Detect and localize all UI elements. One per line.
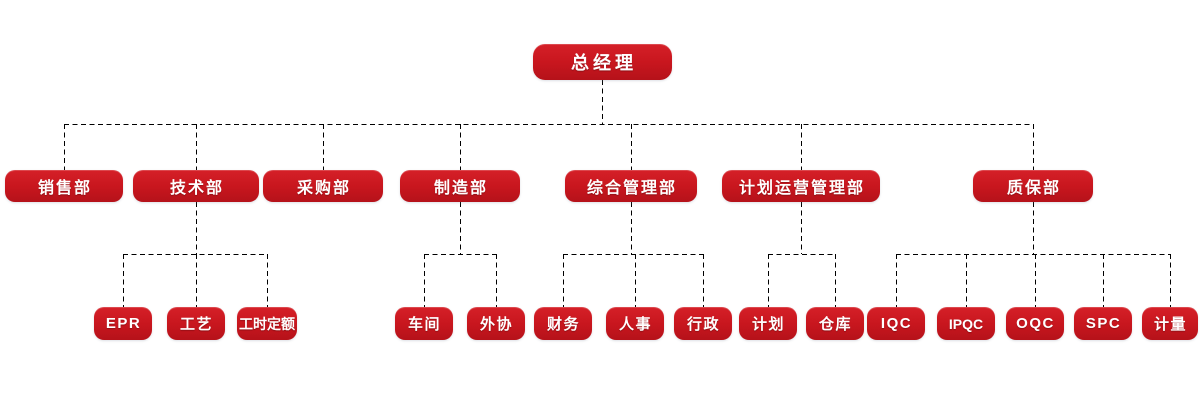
org-node-outsourcing: 外协: [467, 307, 525, 340]
org-node-finance: 财务: [534, 307, 592, 340]
org-node-label: 工时定额: [239, 315, 295, 332]
org-node-workshop: 车间: [395, 307, 453, 340]
org-node-label: 综合管理部: [586, 180, 677, 197]
org-node-label: 采购部: [296, 180, 351, 197]
org-node-label: IPQC: [948, 315, 984, 332]
org-node-admin: 行政: [674, 307, 732, 340]
org-node-manufacturing-dept: 制造部: [400, 170, 520, 202]
org-node-label: OQC: [1016, 315, 1055, 332]
org-node-quality-dept: 质保部: [973, 170, 1093, 202]
org-node-iqc: IQC: [867, 307, 925, 340]
org-node-label: 总经理: [571, 53, 637, 73]
org-node-label: 计划: [751, 316, 785, 333]
org-node-label: 制造部: [433, 180, 488, 197]
org-node-label: 财务: [546, 316, 580, 333]
org-node-label: EPR: [105, 315, 142, 332]
org-node-label: 车间: [407, 316, 441, 333]
org-node-labor-quota: 工时定额: [237, 307, 297, 340]
org-node-ipqc: IPQC: [937, 307, 995, 340]
org-node-sales-dept: 销售部: [5, 170, 123, 202]
org-node-tech-dept: 技术部: [133, 170, 259, 202]
org-node-oqc: OQC: [1006, 307, 1064, 340]
org-node-label: IQC: [880, 315, 913, 332]
org-node-label: 仓库: [818, 316, 852, 333]
org-node-label: 人事: [618, 316, 652, 333]
org-node-purchasing-dept: 采购部: [263, 170, 383, 202]
org-node-label: SPC: [1085, 315, 1122, 332]
org-node-metrology: 计量: [1142, 307, 1198, 340]
org-node-label: 技术部: [169, 180, 224, 197]
org-node-label: 计划运营管理部: [738, 180, 865, 197]
org-node-process: 工艺: [167, 307, 225, 340]
org-node-hr: 人事: [606, 307, 664, 340]
org-node-label: 质保部: [1006, 180, 1061, 197]
org-node-label: 销售部: [37, 180, 92, 197]
org-node-warehouse: 仓库: [806, 307, 864, 340]
org-node-epr: EPR: [94, 307, 152, 340]
org-node-label: 外协: [479, 316, 513, 333]
org-node-general-manager: 总经理: [532, 44, 672, 80]
org-node-planning-operations-dept: 计划运营管理部: [722, 170, 880, 202]
org-node-label: 计量: [1153, 316, 1187, 333]
org-node-label: 工艺: [179, 316, 213, 333]
org-node-label: 行政: [686, 316, 720, 333]
org-node-general-admin-dept: 综合管理部: [565, 170, 697, 202]
org-node-planning: 计划: [739, 307, 797, 340]
org-node-spc: SPC: [1074, 307, 1132, 340]
